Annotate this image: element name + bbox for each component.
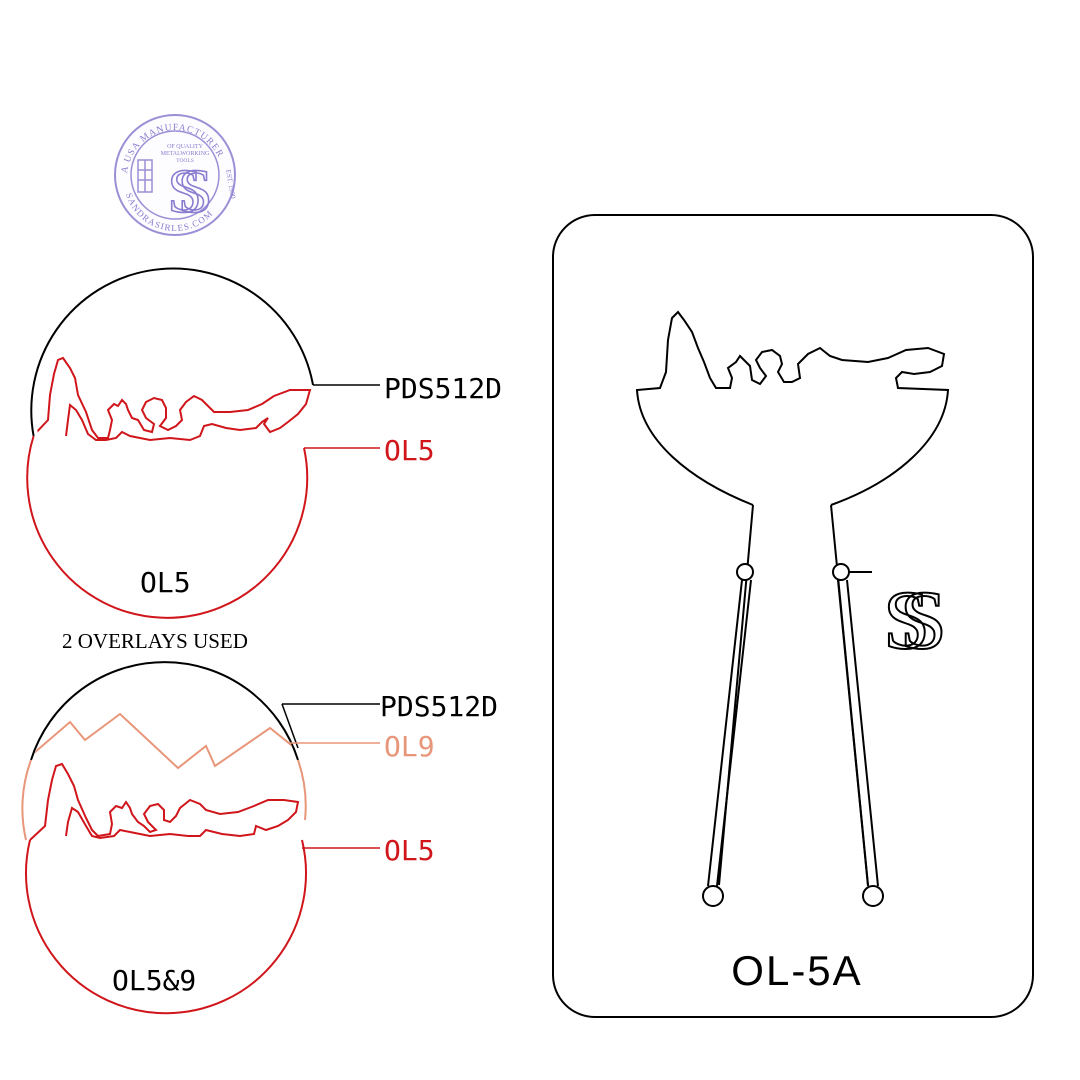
pds512d-arc [30,267,314,437]
ol9-label: OL9 [384,730,435,763]
logo-inner-line1: OF QUALITY [167,144,203,150]
ol5-label: OL5 [384,434,435,467]
ol9-arc-left [21,759,32,841]
stencil-card: SS OL-5A [552,214,1034,1018]
logo-outer-ring [114,114,236,236]
diagram2-caption: OL5&9 [112,964,196,997]
ol5-animal-silhouette-2 [29,762,300,841]
pds512d-label: PDS512D [384,372,502,405]
stencil-strut-right-inner [837,579,869,887]
overlays-heading: 2 OVERLAYS USED [62,629,248,653]
stencil-knob-upper-right [832,563,850,581]
stencil-knob-lower-right [862,885,884,907]
diagram1-caption: OL5 [140,566,191,599]
pds512d-leader-2-tail [281,703,299,749]
stencil-monogram: SS [883,574,942,667]
logo-inner-line3: TOOLS [176,158,194,164]
stencil-strut-left-inner [707,579,743,887]
pds512d-arc-2 [30,661,299,761]
stencil-strut-right-outer [846,579,879,887]
logo-inner-line2: METALWORKING [161,151,210,157]
ol5-arc [26,435,309,619]
ol5-label-2: OL5 [384,834,435,867]
stencil-caption: OL-5A [731,947,862,994]
pds512d-label-2: PDS512D [380,690,498,723]
ol5-animal-silhouette [35,356,312,442]
stencil-strut-left-outer [716,579,752,887]
logo-seal: A USA MANUFACTURER EST. 1990 SANDRASIRLE… [114,114,237,236]
ol9-arc-right [297,759,307,821]
logo-inner-ring [130,130,220,220]
ol5-arc-2 [25,839,307,1015]
stencil-knob-lower-left [702,885,724,907]
stencil-border [552,214,1034,1018]
diagram-ol5: PDS512D OL5 OL5 [26,267,502,619]
ol9-mountain-silhouette [25,712,301,770]
logo-tool-icon [137,159,153,193]
diagram-ol5-9: 2 OVERLAYS USED PDS512D OL9 OL5 OL5&9 [21,629,498,1015]
stencil-knob-upper-left [736,563,754,581]
